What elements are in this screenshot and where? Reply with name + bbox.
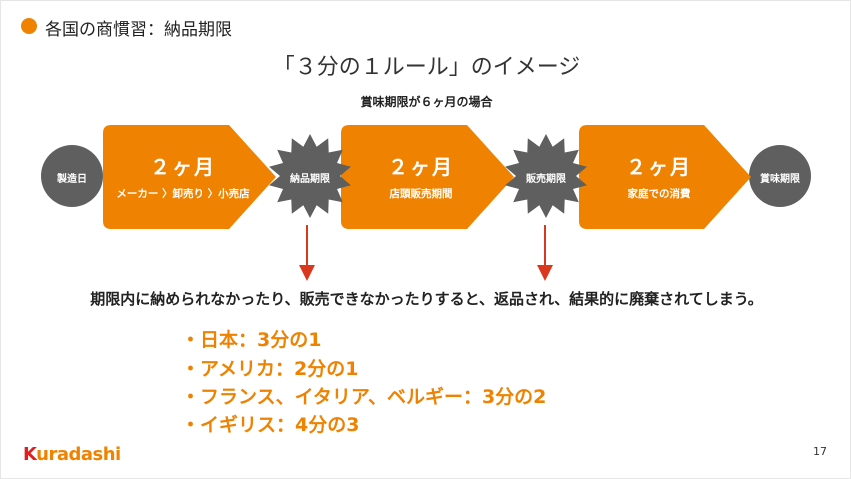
title-bullet-icon: [21, 18, 37, 34]
header-title: 各国の商慣習：納品期限: [45, 20, 232, 40]
milestone-label-2: 販売期限: [526, 174, 566, 185]
rule-item: ・アメリカ：2分の1: [181, 358, 359, 380]
segment-arrow-2: [341, 125, 514, 229]
page-number: 17: [813, 445, 827, 458]
segment-label-1: メーカー 〉卸売り 〉小売店: [116, 188, 250, 200]
segment-duration-2: ２ヶ月: [388, 155, 454, 179]
segment-arrow-3: [579, 125, 751, 229]
segment-duration-3: ２ヶ月: [626, 155, 692, 179]
milestone-starburst-1: [269, 134, 351, 218]
consequence-note: 期限内に納められなかったり、販売できなかったりすると、返品され、結果的に廃棄され…: [90, 290, 763, 308]
rule-item: ・イギリス：4分の3: [181, 414, 360, 436]
milestone-label-1: 納品期限: [290, 174, 330, 185]
segment-duration-1: ２ヶ月: [150, 155, 216, 179]
rule-item: ・日本：3分の1: [181, 329, 322, 351]
segment-arrow-1: [103, 125, 276, 229]
segment-label-2: 店頭販売期間: [389, 188, 453, 200]
kuradashi-logo: Kuradashi: [23, 444, 121, 465]
main-title: 「３分の１ルール」のイメージ: [272, 55, 581, 80]
subtitle: 賞味期限が６ヶ月の場合: [360, 95, 493, 109]
rule-item: ・フランス、イタリア、ベルギー：3分の2: [181, 386, 547, 408]
segment-label-3: 家庭での消費: [627, 188, 691, 200]
milestone-starburst-2: [505, 134, 587, 218]
start-circle: [41, 145, 103, 207]
end-label: 賞味期限: [760, 174, 800, 185]
end-circle: [749, 145, 811, 207]
start-label: 製造日: [57, 174, 87, 185]
